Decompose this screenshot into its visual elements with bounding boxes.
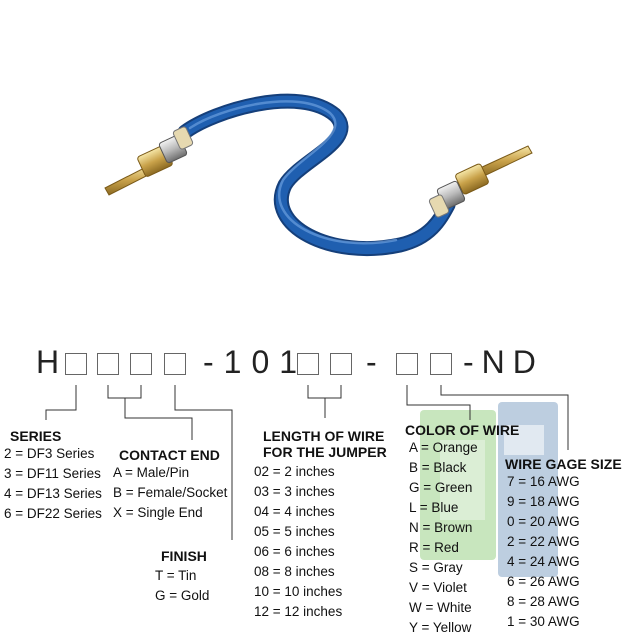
- contact-end-item: B = Female/Socket: [113, 485, 228, 500]
- length-box-2: [330, 353, 352, 375]
- finish-item: T = Tin: [155, 568, 197, 583]
- finish-item: G = Gold: [155, 588, 210, 603]
- gage-item: 8 = 28 AWG: [507, 594, 580, 609]
- length-heading-line2: FOR THE JUMPER: [263, 444, 387, 460]
- series-item: 2 = DF3 Series: [4, 446, 95, 461]
- part-suffix: -ND: [463, 344, 544, 380]
- gage-item: 9 = 18 AWG: [507, 494, 580, 509]
- series-item: 6 = DF22 Series: [4, 506, 102, 521]
- gage-item: 6 = 26 AWG: [507, 574, 580, 589]
- gage-box: [430, 353, 452, 375]
- contact-end-heading: CONTACT END: [119, 447, 220, 463]
- length-item: 08 = 8 inches: [254, 564, 335, 579]
- part-dash: -: [366, 344, 377, 380]
- color-item: S = Gray: [409, 560, 463, 575]
- length-item: 02 = 2 inches: [254, 464, 335, 479]
- gage-item: 0 = 20 AWG: [507, 514, 580, 529]
- jumper-wire-photo: [104, 93, 533, 256]
- length-item: 06 = 6 inches: [254, 544, 335, 559]
- right-terminal: [428, 145, 533, 218]
- gage-heading: WIRE GAGE SIZE: [505, 456, 622, 472]
- color-list: A = Orange B = Black G = Green L = Blue …: [409, 438, 478, 638]
- color-item: W = White: [409, 600, 472, 615]
- color-item: B = Black: [409, 460, 467, 475]
- series-item: 3 = DF11 Series: [4, 466, 101, 481]
- length-list: 02 = 2 inches 03 = 3 inches 04 = 4 inche…: [254, 462, 342, 622]
- color-item: Y = Yellow: [409, 620, 472, 635]
- color-box: [396, 353, 418, 375]
- series-heading: SERIES: [10, 428, 62, 444]
- color-item: N = Brown: [409, 520, 473, 535]
- length-item: 05 = 5 inches: [254, 524, 335, 539]
- finish-heading: FINISH: [161, 548, 207, 564]
- gage-item: 2 = 22 AWG: [507, 534, 580, 549]
- contact-end-item: X = Single End: [113, 505, 203, 520]
- series-item: 4 = DF13 Series: [4, 486, 102, 501]
- part-middle: -101: [203, 344, 308, 380]
- gage-list: 7 = 16 AWG 9 = 18 AWG 0 = 20 AWG 2 = 22 …: [507, 472, 580, 632]
- color-item: A = Orange: [409, 440, 478, 455]
- contact-end-box-2: [130, 353, 152, 375]
- finish-list: T = Tin G = Gold: [155, 566, 209, 606]
- length-box-1: [297, 353, 319, 375]
- color-item: V = Violet: [409, 580, 467, 595]
- finish-box: [164, 353, 186, 375]
- gage-item: 7 = 16 AWG: [507, 474, 580, 489]
- color-item: L = Blue: [409, 500, 459, 515]
- length-item: 04 = 4 inches: [254, 504, 335, 519]
- length-heading-line1: LENGTH OF WIRE: [263, 428, 385, 444]
- length-item: 10 = 10 inches: [254, 584, 343, 599]
- color-item: R = Red: [409, 540, 459, 555]
- color-heading: COLOR OF WIRE: [405, 422, 520, 438]
- length-item: 03 = 3 inches: [254, 484, 335, 499]
- length-item: 12 = 12 inches: [254, 604, 343, 619]
- series-box: [65, 353, 87, 375]
- gage-item: 1 = 30 AWG: [507, 614, 580, 629]
- contact-end-list: A = Male/Pin B = Female/Socket X = Singl…: [113, 463, 227, 523]
- left-terminal: [104, 126, 194, 196]
- contact-end-box-1: [97, 353, 119, 375]
- part-prefix: H: [36, 344, 60, 380]
- contact-end-item: A = Male/Pin: [113, 465, 190, 480]
- series-list: 2 = DF3 Series 3 = DF11 Series 4 = DF13 …: [4, 444, 102, 524]
- gage-item: 4 = 24 AWG: [507, 554, 580, 569]
- color-item: G = Green: [409, 480, 473, 495]
